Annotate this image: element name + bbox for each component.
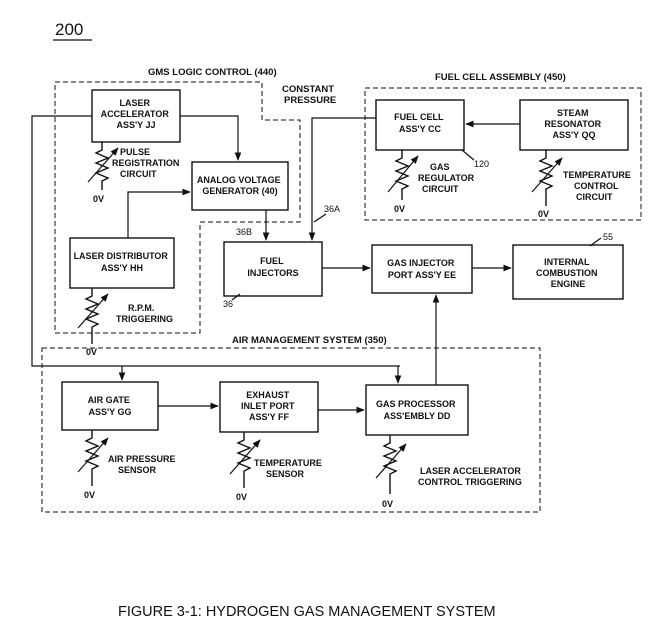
figure-number: 200 bbox=[55, 20, 83, 39]
wire-laser-to-analog bbox=[180, 115, 242, 161]
ground-label-temp-sensor: 0V bbox=[236, 492, 247, 502]
temp-control-label: TEMPERATURE CONTROL CIRCUIT bbox=[563, 170, 633, 202]
fuel-injectors-box bbox=[223, 241, 323, 297]
engine-label: INTERNAL COMBUSTION ENGINE bbox=[536, 257, 600, 289]
engine-box bbox=[512, 244, 624, 300]
gas-injector-label: GAS INJECTOR PORT ASS'Y EE bbox=[387, 258, 457, 280]
exhaust-inlet-box bbox=[219, 381, 319, 433]
fuel-cell-assembly-title: FUEL CELL ASSEMBLY (450) bbox=[435, 72, 566, 83]
analog-voltage-generator-box bbox=[191, 161, 289, 211]
ref-55-leader bbox=[589, 237, 602, 247]
ref-36a-leader bbox=[313, 213, 327, 223]
wire-left-bus bbox=[31, 115, 400, 367]
pulse-registration-label: PULSE REGISTRATION CIRCUIT bbox=[112, 147, 182, 179]
resistor-air-pressure bbox=[77, 430, 109, 486]
resistor-temp-sensor bbox=[229, 432, 261, 488]
ref-36: 36 bbox=[223, 299, 233, 309]
fuel-injectors-label: FUEL INJECTORS bbox=[247, 256, 298, 278]
air-gate-box bbox=[61, 381, 159, 431]
ground-label-air-pressure: 0V bbox=[84, 490, 95, 500]
ground-label-temp-control: 0V bbox=[538, 209, 549, 219]
laser-distributor-label: LASER DISTRIBUTOR ASS'Y HH bbox=[74, 251, 171, 273]
air-management-group bbox=[41, 347, 541, 513]
analog-voltage-generator-label: ANALOG VOLTAGE GENERATOR (40) bbox=[197, 175, 283, 196]
exhaust-inlet-label: EXHAUST INLET PORT ASS'Y FF bbox=[241, 390, 297, 422]
ref-55: 55 bbox=[603, 232, 613, 242]
ref-120-leader bbox=[461, 149, 475, 161]
air-gate-label: AIR GATE ASS'Y GG bbox=[88, 395, 133, 417]
gas-regulator-label: GAS REGULATOR CIRCUIT bbox=[418, 162, 477, 194]
gms-logic-control-title: GMS LOGIC CONTROL (440) bbox=[148, 67, 277, 78]
ground-label-rpm: 0V bbox=[86, 347, 97, 357]
ground-label-laser-trigger: 0V bbox=[382, 499, 393, 509]
resistor-gas-regulator bbox=[387, 150, 419, 200]
gas-injector-box bbox=[371, 244, 473, 294]
laser-trigger-label: LASER ACCELERATOR CONTROL TRIGGERING bbox=[418, 466, 523, 487]
steam-resonator-label: STEAM RESONATOR ASS'Y QQ bbox=[544, 108, 603, 140]
air-management-title: AIR MANAGEMENT SYSTEM (350) bbox=[232, 335, 387, 346]
rpm-label: R.P.M. TRIGGERING bbox=[116, 303, 173, 324]
air-pressure-label: AIR PRESSURE SENSOR bbox=[108, 454, 178, 475]
laser-accelerator-label: LASER ACCELERATOR ASS'Y JJ bbox=[101, 98, 172, 130]
resistor-laser-trigger bbox=[375, 435, 407, 494]
fuel-cell-label: FUEL CELL ASS'Y CC bbox=[394, 112, 446, 134]
ref-36a: 36A bbox=[324, 204, 340, 214]
resistor-temp-control bbox=[531, 150, 563, 206]
ground-label-gas-regulator: 0V bbox=[394, 204, 405, 214]
ref-36b: 36B bbox=[236, 227, 252, 237]
gas-processor-label: GAS PROCESSOR ASS'EMBLY DD bbox=[376, 399, 458, 421]
ground-label-pulse: 0V bbox=[93, 194, 104, 204]
gms-logic-control-group bbox=[54, 81, 301, 334]
figure-caption: FIGURE 3-1: HYDROGEN GAS MANAGEMENT SYST… bbox=[118, 604, 496, 620]
steam-resonator-box bbox=[519, 99, 629, 151]
resistor-pulse-registration bbox=[87, 142, 119, 190]
wire-distributor-to-analog bbox=[127, 188, 191, 238]
laser-distributor-box bbox=[69, 237, 175, 289]
resistor-rpm bbox=[77, 288, 109, 344]
temp-sensor-label: TEMPERATURE SENSOR bbox=[254, 458, 324, 479]
wire-fuelcell-to-injectors bbox=[308, 117, 376, 241]
fuel-cell-assembly-group bbox=[364, 87, 642, 221]
fuel-cell-box bbox=[375, 99, 465, 151]
ref-120: 120 bbox=[474, 159, 489, 169]
ref-36-leader bbox=[231, 293, 241, 301]
constant-pressure-label: CONSTANT PRESSURE bbox=[282, 84, 337, 106]
gas-processor-box bbox=[365, 384, 469, 436]
laser-accelerator-box bbox=[91, 89, 181, 143]
